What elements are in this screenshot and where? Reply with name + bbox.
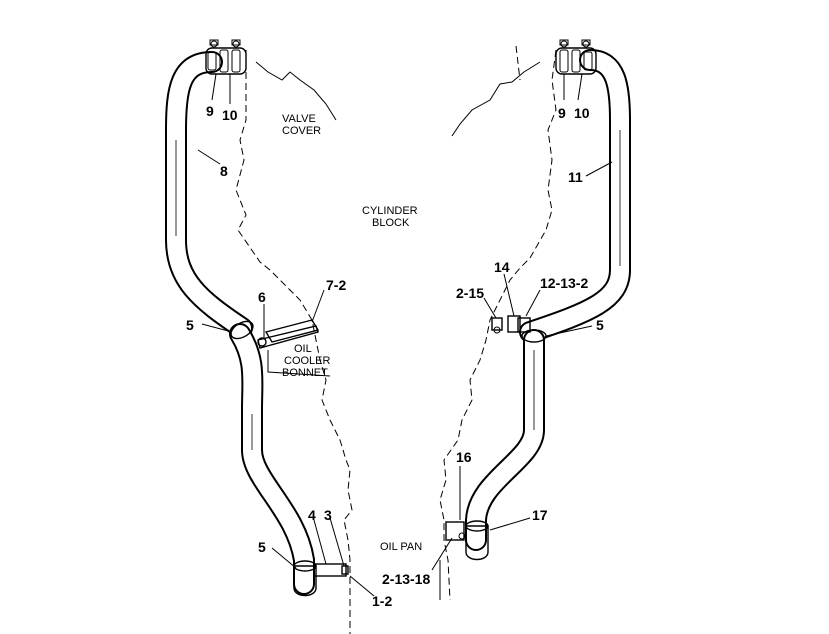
left-hose-assembly: [165, 39, 349, 597]
left-bottom-elbow: [293, 560, 349, 597]
cylinder-block-label-line1: CYLINDER: [362, 205, 418, 217]
callout-right-11: 11: [568, 169, 583, 185]
callout-left-6: 6: [258, 289, 266, 305]
callout-right-5: 5: [596, 317, 604, 333]
callout-right-9: 9: [558, 105, 566, 121]
valve-cover-label-line1: VALVE: [282, 113, 316, 125]
callout-left-5-bottom: 5: [258, 539, 266, 555]
callout-left-9: 9: [206, 103, 214, 119]
callout-left-5-mid: 5: [186, 317, 194, 333]
callout-left-7-2: 7-2: [326, 277, 346, 293]
valve-cover-label-line2: COVER: [282, 125, 321, 137]
right-hose-assembly: [445, 39, 631, 561]
oil-cooler-label-line2: COOLER: [284, 355, 331, 367]
left-mid-clamp: [230, 320, 254, 340]
callout-right-2-13-18: 2-13-18: [382, 571, 430, 587]
callout-left-1-2: 1-2: [372, 593, 392, 609]
left-top-clamp: [205, 39, 247, 75]
engine-outline: [235, 45, 557, 634]
callout-right-14: 14: [494, 259, 510, 275]
callout-right-16: 16: [456, 449, 472, 465]
leader-lines: [197, 73, 613, 597]
callout-left-8: 8: [220, 163, 228, 179]
callout-left-10: 10: [222, 107, 238, 123]
callout-right-12-13-2: 12-13-2: [540, 275, 588, 291]
callout-left-3: 3: [324, 507, 332, 523]
right-bottom-elbow: [445, 520, 489, 561]
right-top-clamp: [555, 39, 597, 75]
callout-left-4: 4: [308, 507, 316, 523]
left-bonnet-fitting: [257, 319, 320, 349]
callout-right-2-15: 2-15: [456, 285, 484, 301]
callout-right-10: 10: [574, 105, 590, 121]
oil-cooler-label-line1: OIL: [294, 343, 312, 355]
oil-pan-label: OIL PAN: [380, 541, 422, 553]
oil-cooler-label-line3: BONNET: [282, 367, 328, 379]
callout-right-17: 17: [532, 507, 548, 523]
cylinder-block-label-line2: BLOCK: [372, 217, 410, 229]
